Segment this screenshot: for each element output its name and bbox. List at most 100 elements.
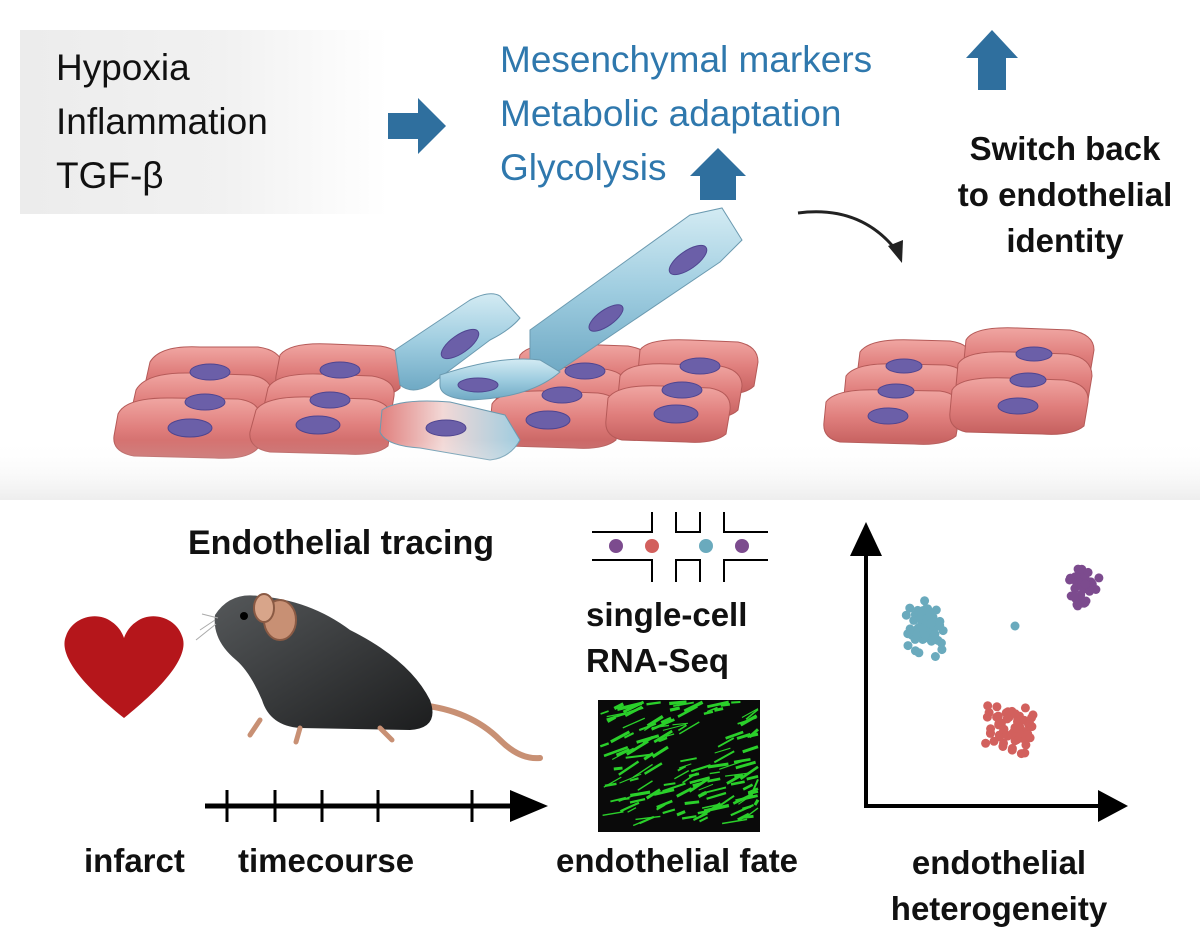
fluorescence-strand <box>643 752 655 761</box>
cluster-point <box>930 629 940 639</box>
endothelial-monolayer <box>113 339 759 459</box>
fluorescence-strand <box>625 753 651 759</box>
cluster-point <box>1020 703 1030 713</box>
fluorescence-strand <box>699 816 709 823</box>
cluster-point <box>1025 718 1035 728</box>
mouse-icon <box>195 593 543 762</box>
fluorescence-strand <box>680 757 697 763</box>
right-arrow-icon <box>388 98 446 154</box>
fluorescence-strand <box>753 799 760 806</box>
fluorescence-strand <box>730 780 745 786</box>
fluorescence-strand <box>721 818 748 825</box>
fluorescence-strand <box>619 801 640 813</box>
fluorescence-strand <box>629 777 639 782</box>
scrnaseq-label: single-cell RNA-Seq <box>586 592 747 684</box>
fluorescence-strand <box>603 776 622 788</box>
cluster-point <box>1010 621 1020 631</box>
fluorescence-strand <box>751 779 759 794</box>
fluorescence-strand <box>653 788 675 796</box>
fluorescence-strand <box>676 787 693 798</box>
fluorescence-strand <box>629 797 646 804</box>
fluorescence-strand <box>669 700 687 706</box>
cluster-point <box>918 606 928 616</box>
fluorescence-strand <box>678 721 700 735</box>
fluorescence-strand <box>599 742 610 748</box>
fluorescence-strand <box>725 772 750 777</box>
fluorescence-strand <box>731 700 741 704</box>
stimulus-inflammation: Inflammation <box>56 101 268 142</box>
fluorescence-strand <box>682 772 698 784</box>
switch-back-line-3: identity <box>1006 222 1124 259</box>
fluorescence-strand <box>616 701 643 711</box>
fluorescence-strand <box>674 769 690 780</box>
cluster-point <box>1007 745 1017 755</box>
fluorescence-strand <box>613 766 623 771</box>
fluorescence-strand <box>618 760 640 776</box>
fluorescence-strand <box>717 737 735 748</box>
cluster-point <box>985 728 995 738</box>
fluorescence-strand <box>615 748 631 757</box>
fluorescence-strand <box>676 810 686 817</box>
fluorescence-strand <box>739 765 759 781</box>
fluorescence-strand <box>692 812 708 822</box>
curved-arrow-head <box>888 240 903 263</box>
stimulus-hypoxia: Hypoxia <box>56 47 190 88</box>
fluorescence-strand <box>714 707 724 712</box>
cluster-point <box>1065 573 1075 583</box>
fluorescence-strand <box>602 811 624 816</box>
fluorescence-strand <box>618 794 635 803</box>
fluorescence-strand <box>697 790 708 799</box>
cluster-point <box>1028 710 1038 720</box>
heterogeneity-label: endothelial heterogeneity <box>874 840 1124 932</box>
fluorescence-strand <box>606 711 633 718</box>
fluorescence-strand <box>662 782 686 793</box>
cluster-point <box>909 615 919 625</box>
cluster-point <box>914 648 924 658</box>
cluster-point <box>937 645 947 655</box>
stimuli-box <box>20 30 388 214</box>
fluorescence-strand <box>688 777 710 793</box>
fluorescence-strand <box>643 762 663 775</box>
fluorescence-strand <box>672 722 688 726</box>
fluorescence-strand <box>626 740 649 756</box>
fluorescence-strand <box>746 774 759 781</box>
fluorescence-strand <box>656 803 666 811</box>
fluorescence-strand <box>747 790 759 796</box>
fluorescence-strand <box>745 708 759 720</box>
cluster-point <box>1085 586 1095 596</box>
stimulus-tgf-beta: TGF-β <box>56 155 164 196</box>
fluorescence-strand <box>703 803 730 813</box>
heterogeneity-line-2: heterogeneity <box>890 890 1108 927</box>
cluster-point <box>1011 723 1021 733</box>
switch-back-line-2: to endothelial <box>957 176 1173 213</box>
fluorescence-strand <box>637 780 653 791</box>
fluorescence-strand <box>725 730 744 740</box>
shadow-band <box>0 440 1200 500</box>
curved-arrow-icon <box>797 210 898 251</box>
cluster-point <box>989 736 999 746</box>
cluster-point <box>1010 709 1020 719</box>
fluorescence-strand <box>698 783 714 791</box>
cluster-point <box>905 624 915 634</box>
cluster-point <box>1025 733 1035 743</box>
cluster-point <box>910 634 920 644</box>
fluorescence-strand <box>741 814 754 819</box>
fluorescence-strand <box>651 724 670 729</box>
microfluidic-icon <box>592 512 768 582</box>
cluster-point <box>918 624 928 634</box>
cluster-point <box>1094 573 1104 583</box>
cluster-point <box>901 610 911 620</box>
fluorescence-strand <box>730 803 754 817</box>
fluorescence-strand <box>713 750 735 764</box>
fluorescence-strand <box>632 817 653 827</box>
cell-dot-blue <box>699 539 713 553</box>
cluster-point <box>936 638 946 648</box>
response-mesenchymal-markers: Mesenchymal markers <box>500 39 873 80</box>
fluorescence-strand <box>662 723 687 731</box>
fluorescence-strand <box>611 747 634 760</box>
cell-dot-purple <box>735 539 749 553</box>
cluster-point <box>995 718 1005 728</box>
fluorescence-strand <box>733 757 751 764</box>
fluorescence-strand <box>603 745 629 758</box>
scatter-clusters <box>901 564 1104 759</box>
